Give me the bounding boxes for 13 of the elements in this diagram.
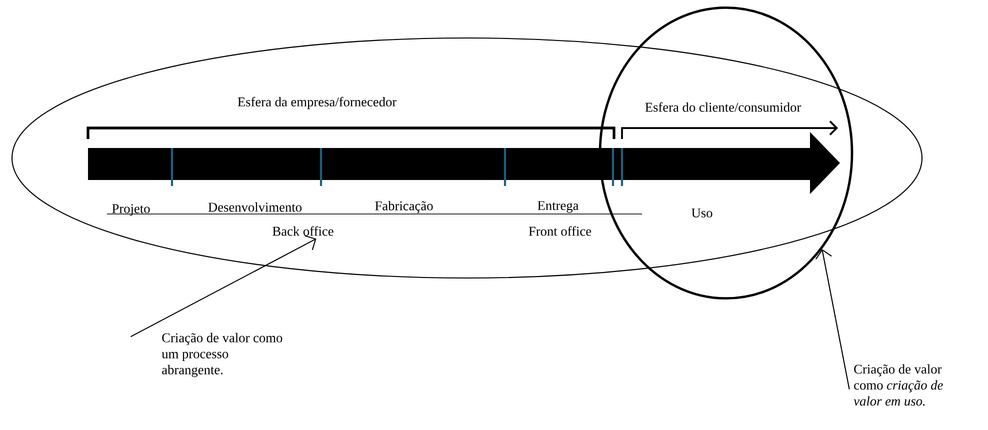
leader-line: [130, 235, 316, 338]
section-label: Back office: [272, 226, 334, 236]
stage-label: Entrega: [538, 201, 579, 213]
leader-line: [815, 249, 850, 390]
annotation-text: Criação de valor como criação de valor em uso.: [854, 364, 943, 406]
circle-outline: [598, 6, 854, 300]
stage-label: Fabricação: [375, 200, 433, 214]
stage-label: Uso: [692, 208, 712, 218]
sphere-label: Esfera do cliente/consumidor: [645, 102, 802, 112]
stage-label: Projeto: [112, 204, 150, 216]
sphere-label: Esfera da empresa/fornecedor: [238, 96, 396, 110]
annotation-text: Criação de valor como um processo abrangente.: [162, 332, 282, 378]
stage-label: Desenvolvimento: [208, 202, 302, 212]
